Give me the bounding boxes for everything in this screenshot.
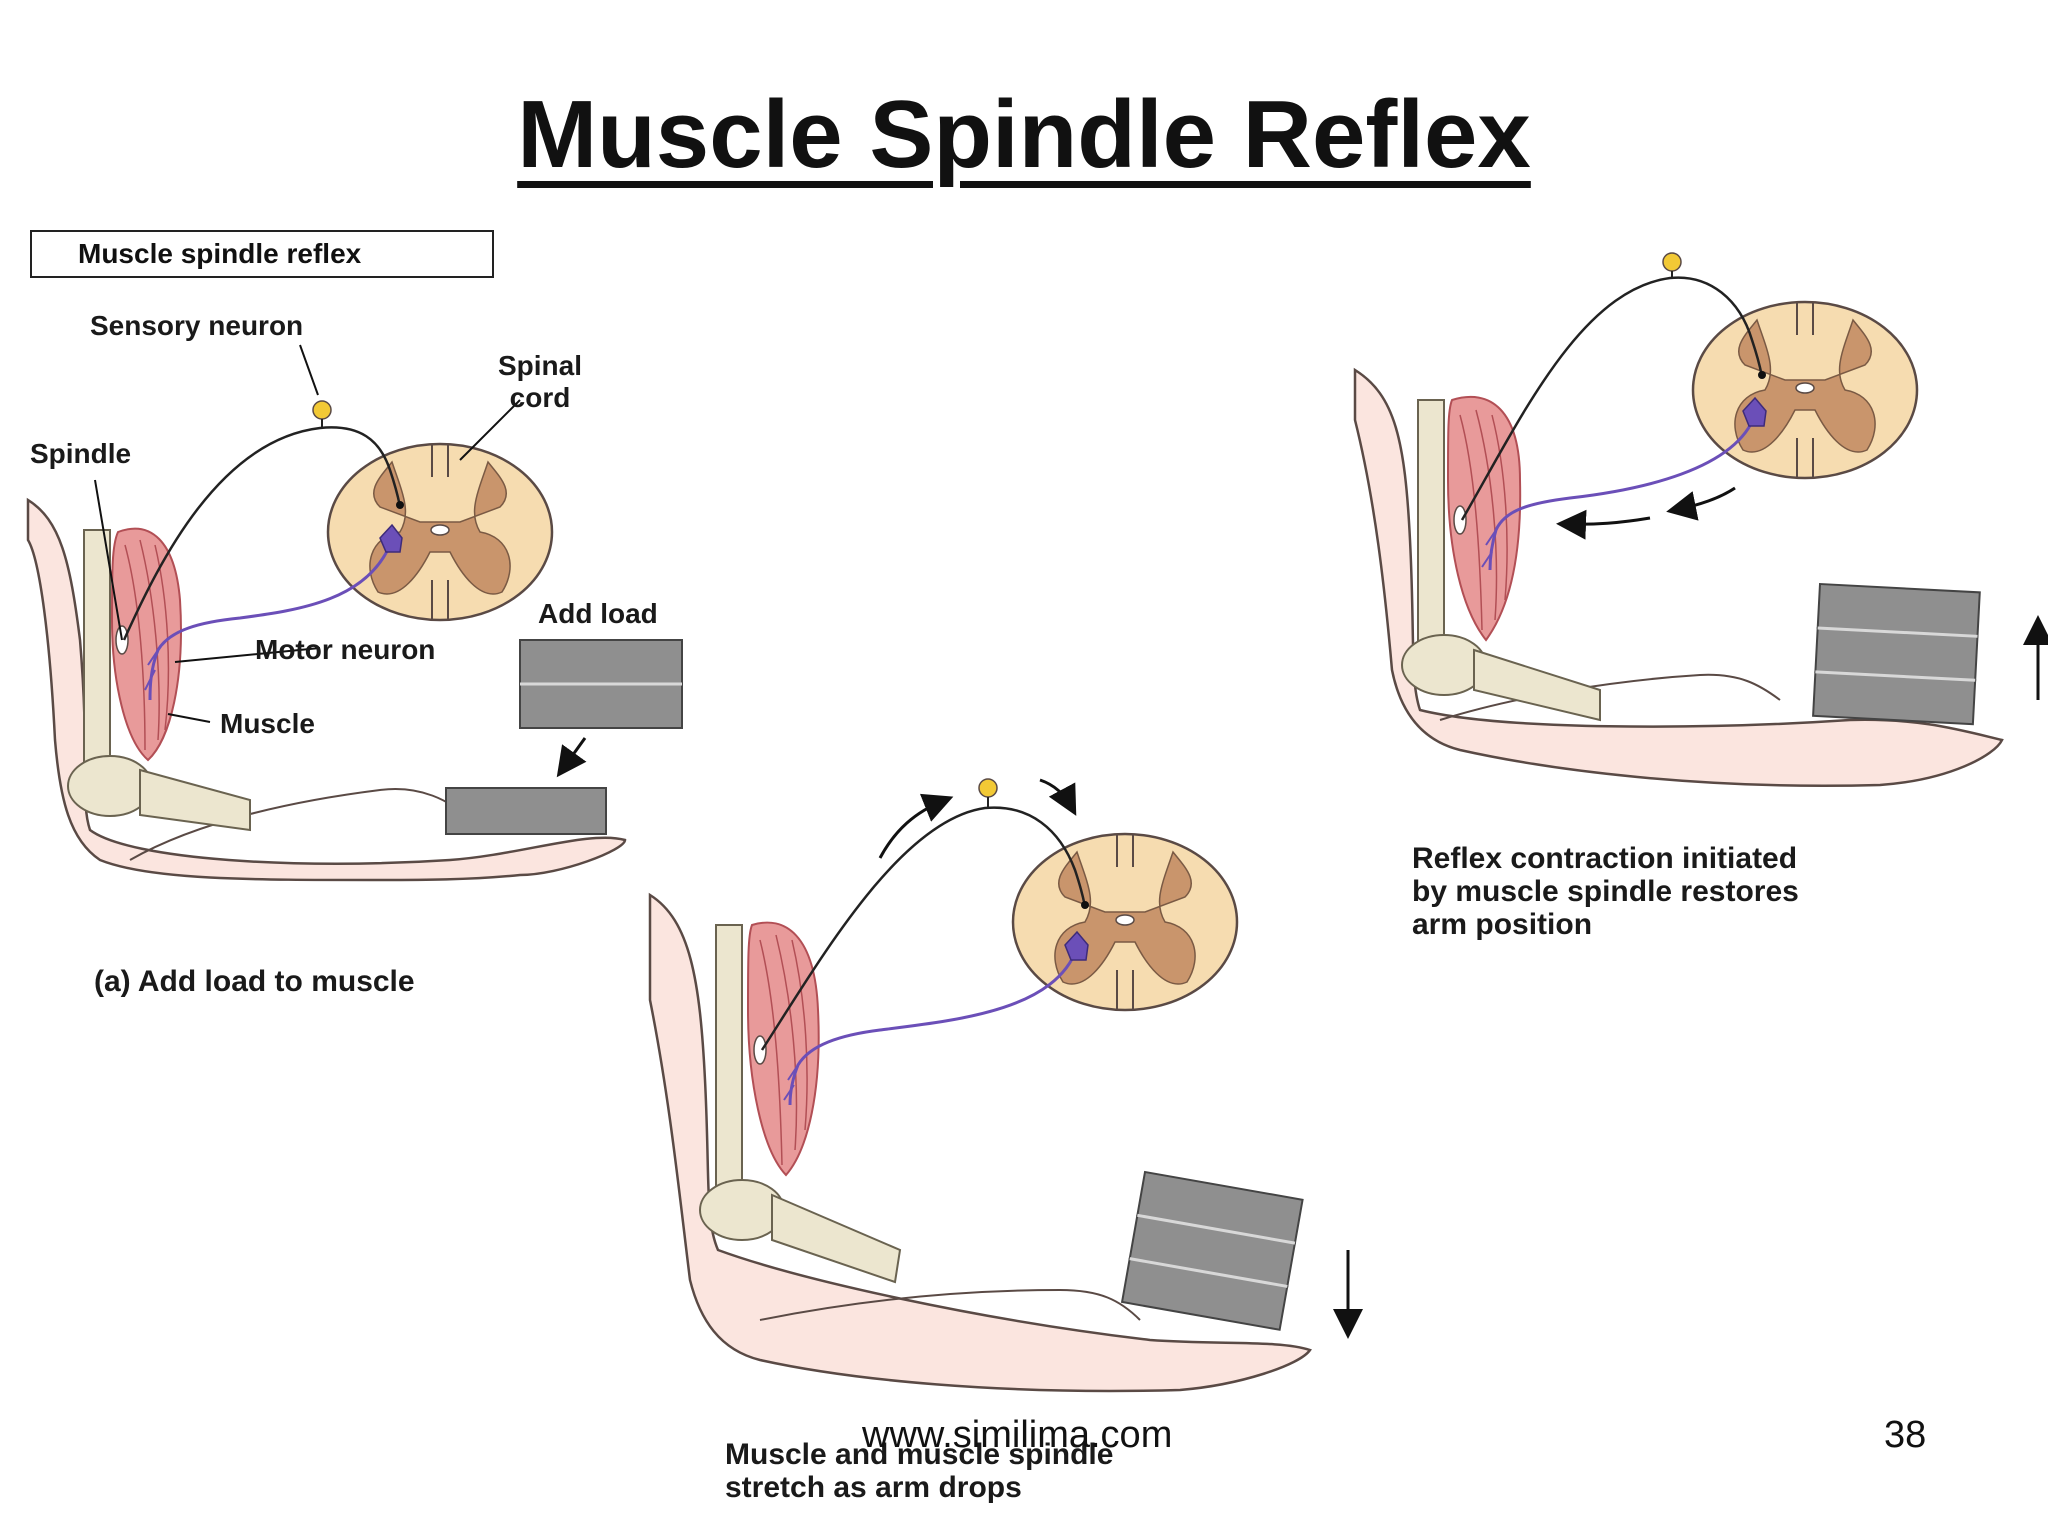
arm-b bbox=[648, 892, 1312, 1393]
arrow-load-down bbox=[556, 737, 587, 778]
humerus-c bbox=[1417, 399, 1445, 651]
arrow-motor-2 bbox=[1556, 509, 1651, 540]
muscle-c bbox=[1446, 395, 1522, 642]
panel-b-illustration bbox=[648, 778, 1363, 1393]
weight-stack-c bbox=[1811, 582, 1982, 726]
humerus-a bbox=[83, 529, 111, 781]
weight-hand-a bbox=[445, 787, 607, 835]
motor-cell-body-c bbox=[1742, 396, 1767, 427]
arrow-sensory-up bbox=[878, 793, 954, 859]
humerus-b bbox=[715, 924, 743, 1196]
label-spinal-cord: Spinal cord bbox=[498, 350, 583, 413]
arrow-motor-1 bbox=[1666, 486, 1736, 521]
label-spindle: Spindle bbox=[30, 438, 132, 469]
footer-website: www.similima.com bbox=[862, 1414, 1173, 1456]
sensory-neuron-a bbox=[122, 426, 402, 641]
label-motor-neuron: Motor neuron bbox=[255, 634, 436, 665]
sensory-neuron-b bbox=[760, 806, 1087, 1051]
footer-page-number: 38 bbox=[1884, 1414, 1927, 1456]
motor-neuron-a bbox=[148, 539, 394, 701]
motor-neuron-c bbox=[1488, 414, 1757, 571]
panel-a-illustration bbox=[26, 344, 683, 882]
label-muscle: Muscle bbox=[220, 708, 315, 739]
caption-panel-a: (a) Add load to muscle bbox=[94, 965, 415, 998]
panel-c-illustration bbox=[1353, 252, 2048, 788]
motor-cell-body-b bbox=[1064, 930, 1089, 961]
spindle-c bbox=[1453, 505, 1467, 535]
motor-neuron-b bbox=[788, 947, 1079, 1106]
caption-panel-c: Reflex contraction initiated by muscle s… bbox=[1412, 842, 1799, 941]
ganglion-a bbox=[312, 400, 332, 420]
slide-title: Muscle Spindle Reflex bbox=[517, 81, 1531, 188]
weight-stack-b bbox=[1120, 1170, 1305, 1332]
ganglion-c bbox=[1662, 252, 1682, 272]
ganglion-b bbox=[978, 778, 998, 798]
spindle-b bbox=[753, 1035, 767, 1065]
arrow-sensory-into-cord bbox=[1039, 778, 1077, 816]
motor-cell-body-a bbox=[379, 523, 403, 553]
label-add-load: Add load bbox=[538, 598, 658, 629]
panel-box-label: Muscle spindle reflex bbox=[30, 230, 494, 278]
muscle-a bbox=[110, 527, 182, 762]
label-sensory-neuron: Sensory neuron bbox=[90, 310, 304, 341]
arm-c bbox=[1353, 367, 2004, 788]
caption-panel-b: Muscle and muscle spindle stretch as arm… bbox=[725, 1438, 1114, 1504]
sensory-neuron-c bbox=[1460, 276, 1764, 521]
